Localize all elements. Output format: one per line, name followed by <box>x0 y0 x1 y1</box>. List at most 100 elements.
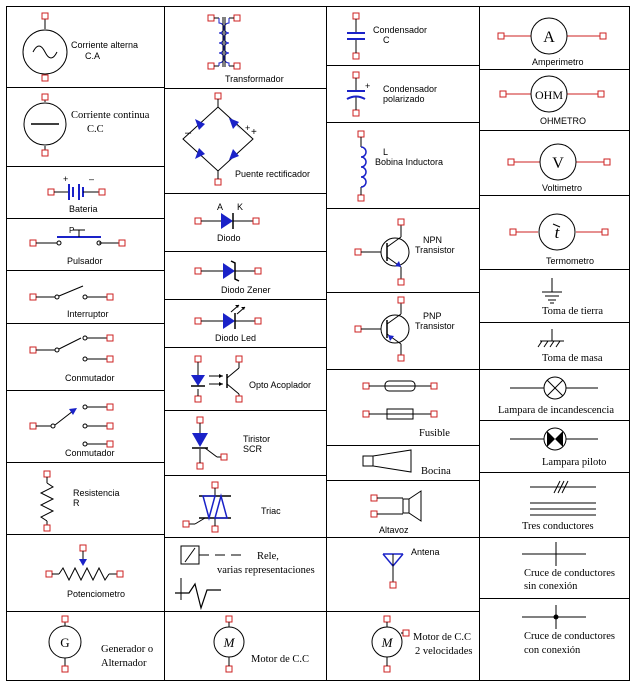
inductor-label-2: Bobina Inductora <box>375 157 444 167</box>
cell-pushbutton: P Pulsador <box>6 218 165 271</box>
ac-label-2: C.A <box>85 51 101 61</box>
svg-text:P: P <box>69 226 74 235</box>
cell-chassis: Toma de masa <box>479 322 630 370</box>
triac-label: Triac <box>261 506 281 516</box>
battery-label: Bateria <box>69 204 98 214</box>
switch-symbol <box>29 285 114 301</box>
cell-pilot: Lampara piloto <box>479 420 630 473</box>
cell-capacitor: Condensador C <box>326 6 480 66</box>
ac-source-symbol <box>22 12 68 82</box>
cell-opto: Opto Acoplador <box>164 347 327 411</box>
switch-label: Interruptor <box>67 309 109 319</box>
thermometer-symbol-text: t <box>555 223 561 242</box>
motor-two-speed-symbol: M <box>371 615 410 673</box>
dcmotor-symbol-text: M <box>223 635 236 650</box>
dc-label-2: C.C <box>87 124 104 135</box>
dcmotor-label: Motor de C.C <box>251 654 310 665</box>
potentiometer-label: Potenciometro <box>67 589 126 599</box>
cell-ac: Corriente alterna C.A <box>6 6 165 88</box>
dc-label-1: Corriente continua <box>71 110 150 121</box>
pnp-label-1: PNP <box>423 311 442 321</box>
bridge-label: Puente rectificador <box>235 169 311 179</box>
ac-label-1: Corriente alterna <box>71 40 139 50</box>
speaker-label: Altavoz <box>379 525 409 535</box>
antenna-label: Antena <box>411 547 440 557</box>
svg-text:+: + <box>365 81 370 91</box>
cell-ohmmeter: OHM OHMETRO <box>479 69 630 131</box>
cell-dcmotor: M Motor de C.C <box>164 611 327 681</box>
svg-text:+: + <box>251 127 257 138</box>
voltmeter-label: Voltimetro <box>542 183 583 193</box>
cell-cross-yes: Cruce de conductores con conexión <box>479 598 630 681</box>
inductor-label-1: L <box>383 147 389 157</box>
cell-diode: A K Diodo <box>164 193 327 252</box>
horn-symbol <box>362 449 412 473</box>
zener-label: Diodo Zener <box>221 285 271 295</box>
ammeter-symbol-text: A <box>543 29 555 46</box>
cross-no-label-2: sin conexión <box>524 581 578 592</box>
pushbutton-label: Pulsador <box>67 256 103 266</box>
cell-bridge: – + + Puente rectificador <box>164 88 327 194</box>
potentiometer-symbol <box>45 544 124 582</box>
dcmotor-symbol: M <box>213 615 245 673</box>
relay-label-2: varias representaciones <box>217 565 315 576</box>
pushbutton-symbol: P <box>29 226 126 247</box>
cell-resistor: Resistencia R <box>6 462 165 535</box>
ohmmeter-label: OHMETRO <box>540 116 586 126</box>
changeover-symbol <box>29 334 114 363</box>
voltmeter-symbol: V <box>507 143 611 181</box>
svg-text:+: + <box>63 174 68 184</box>
cell-cross-no: Cruce de conductores sin conexión <box>479 537 630 599</box>
thermometer-label: Termometro <box>546 256 595 266</box>
cross-yes-label-1: Cruce de conductores <box>524 631 615 642</box>
cell-triac: Triac <box>164 475 327 538</box>
changeover2-symbol <box>29 403 114 448</box>
cross-no-label-1: Cruce de conductores <box>524 568 615 579</box>
motor2-symbol-text: M <box>381 635 394 650</box>
earth-symbol <box>542 278 562 304</box>
cell-earth: Toma de tierra <box>479 269 630 323</box>
pnp-transistor-symbol <box>354 296 410 362</box>
generator-label-1: Generador o <box>101 644 154 655</box>
cell-led: Diodo Led <box>164 299 327 348</box>
cell-thermometer: t Termometro <box>479 195 630 270</box>
three-conductors-symbol <box>530 480 596 516</box>
changeover2-label: Conmutador <box>65 448 115 458</box>
cell-lamp: Lampara de incandescencia <box>479 369 630 421</box>
led-symbol <box>194 304 262 329</box>
svg-text:+: + <box>245 123 250 133</box>
resistor-label-1: Resistencia <box>73 488 120 498</box>
cross-yes-label-2: con conexión <box>524 645 581 656</box>
bridge-rectifier-symbol: – + + <box>182 92 257 186</box>
chassis-label: Toma de masa <box>542 353 603 364</box>
cell-three: Tres conductores <box>479 472 630 538</box>
cell-fuse: Fusible <box>326 369 480 446</box>
cell-thyristor: Tiristor SCR <box>164 410 327 476</box>
cell-potentiometer: Potenciometro <box>6 534 165 612</box>
cell-switch: Interruptor <box>6 270 165 324</box>
svg-text:–: – <box>89 174 94 184</box>
pilot-label: Lampara piloto <box>542 457 607 468</box>
dc-source-symbol <box>23 93 67 157</box>
lamp-label: Lampara de incandescencia <box>498 405 615 416</box>
cell-npn: NPN Transistor <box>326 208 480 293</box>
cell-zener: Diodo Zener <box>164 251 327 300</box>
cell-dc: Corriente continua C.C <box>6 87 165 167</box>
motor2-label-2: 2 velocidades <box>415 646 473 657</box>
relay-symbol <box>175 545 241 611</box>
zener-symbol <box>194 260 262 282</box>
svg-text:–: – <box>185 127 192 139</box>
chassis-ground-symbol <box>537 329 564 348</box>
capacitor-label-1: Condensador <box>373 25 428 35</box>
cell-antenna: Antena <box>326 537 480 612</box>
led-label: Diodo Led <box>215 333 257 343</box>
cell-changeover: Conmutador <box>6 323 165 391</box>
polarized-capacitor-symbol: + <box>346 71 370 117</box>
polcap-label-2: polarizado <box>383 94 425 104</box>
transformer-symbol <box>207 14 241 70</box>
cross-no-connection-symbol <box>522 542 586 566</box>
polcap-label-1: Condensador <box>383 84 438 94</box>
ammeter-symbol: A <box>497 17 607 55</box>
cell-polcap: + Condensador polarizado <box>326 65 480 123</box>
